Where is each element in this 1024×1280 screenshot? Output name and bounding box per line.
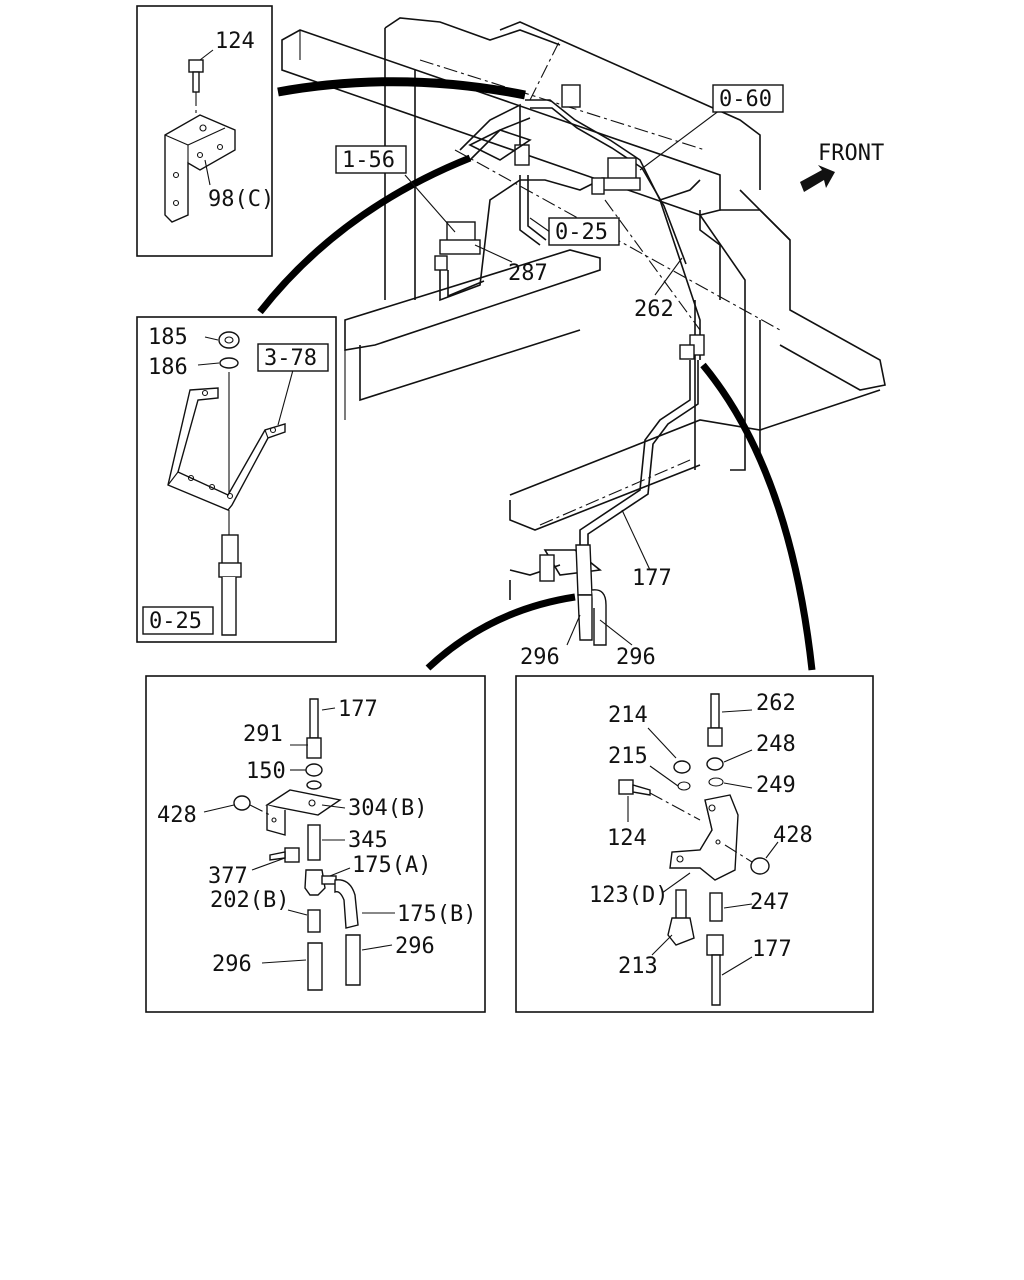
- inset-pipe-joint-123d: 262 214 248 215 249 124 428 123(D) 247 2…: [515, 675, 874, 1013]
- part-label-150: 150: [246, 759, 286, 784]
- part-label-296-inset-c-right: 296: [395, 934, 435, 959]
- part-label-124-inset-d: 124: [607, 826, 647, 851]
- inset-bracket-3-78: 3-78 0-25 185 186: [136, 316, 337, 643]
- ref-label-0-25-main: 0-25: [555, 220, 608, 245]
- part-label-248: 248: [756, 732, 796, 757]
- ref-box-0-25-main: [548, 217, 620, 246]
- ref-label-0-25-inset: 0-25: [149, 609, 202, 634]
- part-label-291: 291: [243, 722, 283, 747]
- part-label-296-inset-c-left: 296: [212, 952, 252, 977]
- part-label-262-inset-d: 262: [756, 691, 796, 716]
- inset-bracket-98c: 124 98(C): [136, 5, 274, 257]
- part-label-304b: 304(B): [348, 796, 427, 821]
- part-label-177-inset-c: 177: [338, 697, 378, 722]
- part-label-377: 377: [208, 864, 248, 889]
- ref-box-0-60: [712, 84, 784, 113]
- ref-box-1-56: [335, 145, 407, 174]
- part-label-124-inset-a: 124: [215, 29, 255, 54]
- part-label-215: 215: [608, 744, 648, 769]
- front-direction-label: FRONT: [818, 141, 884, 166]
- part-label-287: 287: [508, 261, 548, 286]
- ref-label-1-56: 1-56: [342, 148, 395, 173]
- part-label-296-left: 296: [520, 645, 560, 670]
- part-label-214: 214: [608, 703, 648, 728]
- ref-box-0-25-inset: [142, 606, 214, 635]
- part-label-202b: 202(B): [210, 888, 289, 913]
- ref-label-3-78: 3-78: [264, 346, 317, 371]
- part-label-428-inset-d: 428: [773, 823, 813, 848]
- part-label-98c: 98(C): [208, 187, 274, 212]
- part-label-296-right: 296: [616, 645, 656, 670]
- part-label-345: 345: [348, 828, 388, 853]
- part-label-175b: 175(B): [397, 902, 476, 927]
- part-label-186: 186: [148, 355, 188, 380]
- part-label-177-inset-d: 177: [752, 937, 792, 962]
- part-label-262: 262: [634, 297, 674, 322]
- part-label-213: 213: [618, 954, 658, 979]
- part-label-249: 249: [756, 773, 796, 798]
- part-label-177: 177: [632, 566, 672, 591]
- part-label-175a: 175(A): [352, 853, 431, 878]
- ref-label-0-60: 0-60: [719, 87, 772, 112]
- part-label-123d: 123(D): [589, 883, 668, 908]
- inset-hose-joint-296: 177 291 150 428 304(B) 345 377 175(A) 20…: [145, 675, 486, 1013]
- part-label-185: 185: [148, 325, 188, 350]
- part-label-428-inset-c: 428: [157, 803, 197, 828]
- part-label-247: 247: [750, 890, 790, 915]
- main-frame-view: 0-60 1-56 0-25 FRONT 287 262 177 296 296: [257, 17, 886, 671]
- ref-box-3-78: [257, 343, 329, 372]
